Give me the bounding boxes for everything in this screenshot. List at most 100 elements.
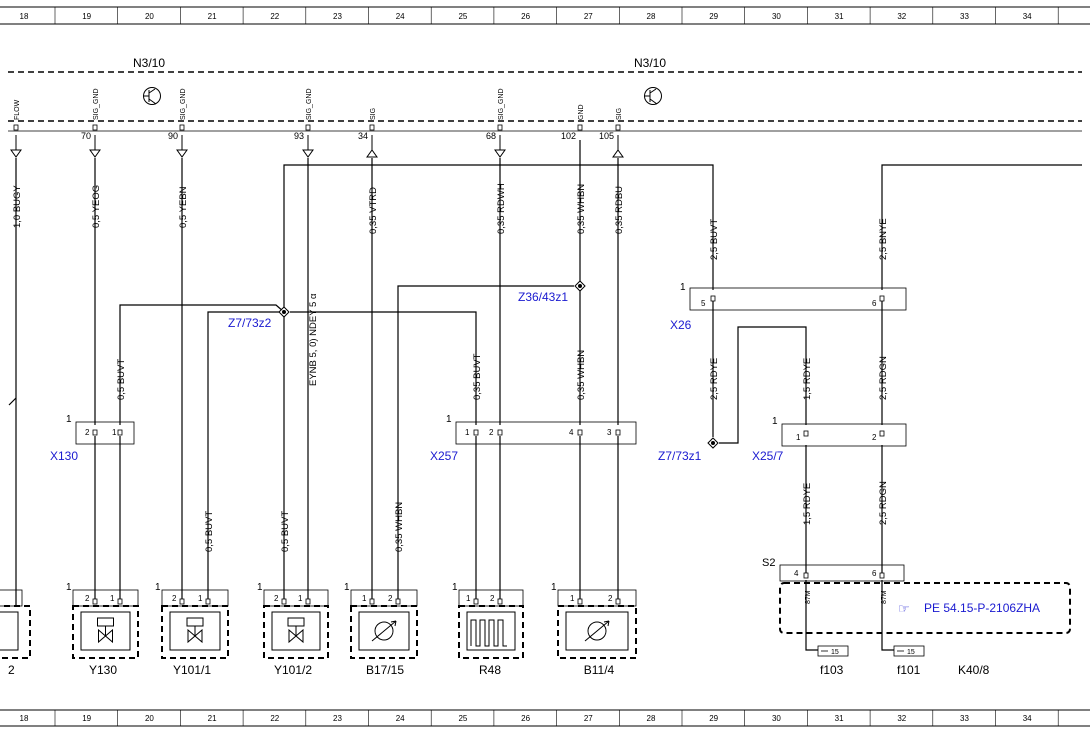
- component-label: B11/4: [584, 663, 615, 677]
- svg-text:1: 1: [551, 582, 557, 593]
- wire-label: 0,5 YEBN: [178, 186, 189, 228]
- connector-label: X130: [50, 449, 78, 463]
- svg-text:2: 2: [490, 594, 495, 603]
- unit-label-right: N3/10: [634, 56, 666, 70]
- svg-text:2: 2: [85, 428, 90, 437]
- svg-text:1: 1: [66, 582, 72, 593]
- svg-text:1: 1: [465, 428, 470, 437]
- ruler-number: 28: [647, 714, 656, 723]
- connector-x257: 1 1 2 4 3 X257: [430, 414, 637, 463]
- svg-text:6: 6: [872, 299, 877, 308]
- pin-signal: SIG: [616, 108, 623, 120]
- wire-label: 2,5 BNYE: [878, 218, 889, 260]
- component-label: f103: [820, 663, 844, 677]
- svg-text:1: 1: [344, 582, 350, 593]
- sensor-icon: [584, 620, 610, 642]
- wire-label: 0,35 WHBN: [576, 184, 587, 234]
- ruler-number: 27: [584, 714, 593, 723]
- relay-module-k40-8: S2 4 6 87M 87M ☞ PE 54.15-P-2106ZHA: [762, 557, 1071, 634]
- svg-text:87M: 87M: [805, 590, 812, 604]
- ruler-number: 24: [396, 12, 405, 21]
- svg-text:2: 2: [388, 594, 393, 603]
- svg-text:1: 1: [466, 594, 471, 603]
- svg-text:1: 1: [796, 433, 801, 442]
- svg-text:1: 1: [298, 594, 303, 603]
- ruler-number: 30: [772, 12, 781, 21]
- svg-text:2: 2: [85, 594, 90, 603]
- svg-text:1: 1: [362, 594, 367, 603]
- component-label: Y101/1: [173, 663, 211, 677]
- wire-label: 0,5 BUVT: [280, 511, 291, 552]
- ruler-number: 31: [835, 12, 844, 21]
- wire-label: 0,35 RDWH: [496, 183, 507, 234]
- transistor-icon: [644, 87, 662, 105]
- splice-label: Z7/73z1: [658, 449, 702, 463]
- ruler-number: 34: [1023, 12, 1032, 21]
- ruler-number: 25: [458, 12, 467, 21]
- unit-label-left: N3/10: [133, 56, 165, 70]
- pin-number: 34: [358, 131, 368, 141]
- component-label: Y130: [89, 663, 117, 677]
- svg-text:3: 3: [607, 428, 612, 437]
- reference-link[interactable]: PE 54.15-P-2106ZHA: [924, 601, 1040, 615]
- ruler-number: 25: [458, 714, 467, 723]
- wire-label: 2,5 RDYE: [709, 358, 720, 400]
- connector-x25-7: 1 1 2 X25/7: [752, 416, 907, 463]
- connector-x130: 1 2 1 X130: [50, 414, 135, 463]
- ruler-number: 26: [521, 12, 530, 21]
- component-label: K40/8: [958, 663, 990, 677]
- connector-label: X26: [670, 318, 692, 332]
- svg-text:1: 1: [680, 282, 686, 293]
- wire-label: 0,5 BUVT: [204, 511, 215, 552]
- svg-text:2: 2: [172, 594, 177, 603]
- wire-label: 0,35 RDBU: [614, 186, 625, 234]
- solenoid-valve-icon: [186, 617, 204, 644]
- ruler-number: 23: [333, 714, 342, 723]
- connector-label: X257: [430, 449, 458, 463]
- svg-text:4: 4: [569, 428, 574, 437]
- ruler-number: 33: [960, 714, 969, 723]
- svg-text:1: 1: [257, 582, 263, 593]
- splice-point: [278, 306, 290, 318]
- pin-number: 105: [599, 131, 614, 141]
- ruler-number: 31: [835, 714, 844, 723]
- splice-label: Z7/73z2: [228, 316, 272, 330]
- signal-arrows: [10, 135, 624, 158]
- pin-signal: SIG_GND: [180, 88, 187, 120]
- reference-hand-icon[interactable]: ☞: [898, 601, 910, 616]
- wire-label: 0,5 YEOG: [91, 185, 102, 228]
- svg-text:1: 1: [772, 416, 778, 427]
- pin-number: 70: [81, 131, 91, 141]
- ruler-number: 22: [270, 12, 279, 21]
- connector-label: X25/7: [752, 449, 784, 463]
- pin-number: 68: [486, 131, 496, 141]
- fuse-f101: 15 f101: [893, 645, 925, 677]
- wire-label: 1,5 RDYE: [802, 483, 813, 525]
- ruler-number: 33: [960, 12, 969, 21]
- svg-text:1: 1: [198, 594, 203, 603]
- svg-text:2: 2: [608, 594, 613, 603]
- ruler-number: 19: [82, 12, 91, 21]
- svg-text:1: 1: [66, 414, 72, 425]
- wire-label: 1,0 BUGY: [12, 185, 23, 228]
- svg-text:1: 1: [110, 594, 115, 603]
- wires: [8, 140, 1082, 651]
- splice-point: [574, 280, 586, 292]
- svg-text:1: 1: [452, 582, 458, 593]
- wire-label: 0,35 WHBN: [394, 502, 405, 552]
- svg-text:6: 6: [872, 569, 877, 578]
- ruler-number: 20: [145, 714, 154, 723]
- ruler-number: 34: [1023, 714, 1032, 723]
- svg-text:4: 4: [794, 569, 799, 578]
- pin-signal: SIG_GND: [93, 88, 100, 120]
- splice-label: Z36/43z1: [518, 290, 568, 304]
- wire-label: 2,5 RDGN: [878, 481, 889, 525]
- wire-label: 2,5 BUVT: [709, 219, 720, 260]
- solenoid-valve-icon: [287, 617, 305, 644]
- ruler-number: 30: [772, 714, 781, 723]
- ruler-number: 21: [208, 714, 217, 723]
